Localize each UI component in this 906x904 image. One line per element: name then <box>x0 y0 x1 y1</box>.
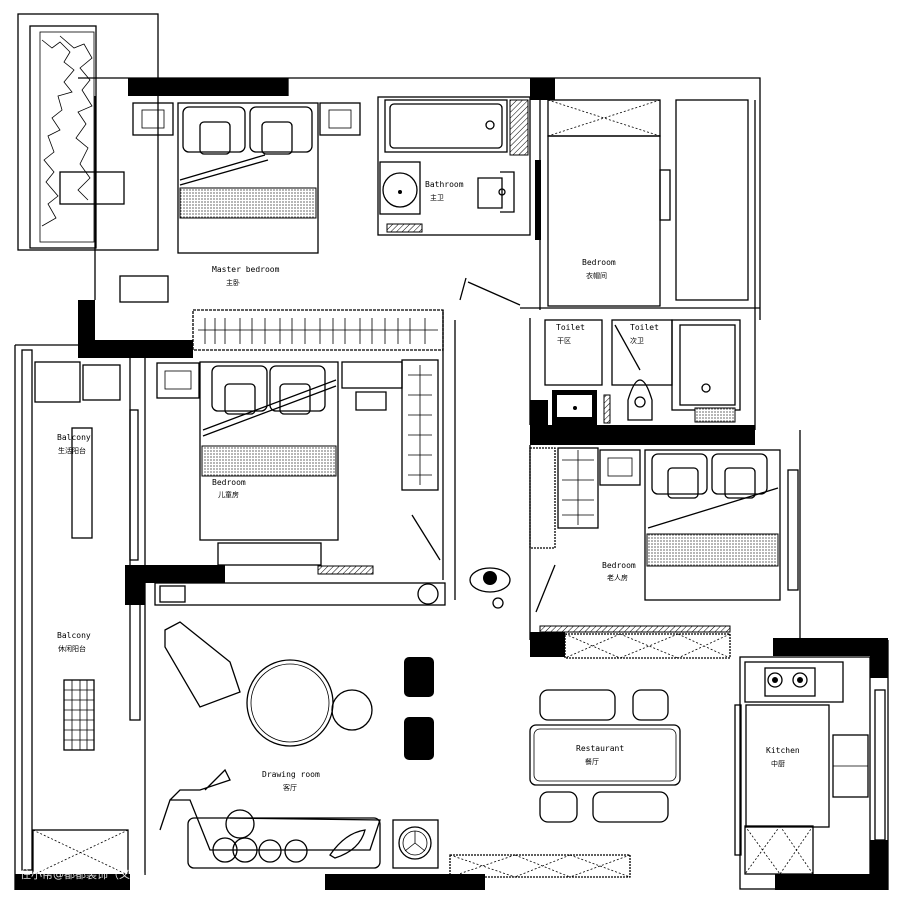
room-label-en: Bathroom <box>425 180 464 189</box>
room-label-cn: 衣帽间 <box>586 271 607 280</box>
kitchen: Kitchen 中厨 <box>734 656 886 890</box>
room-label-en: Toilet <box>630 323 659 332</box>
room-label-cn: 客厅 <box>283 783 297 792</box>
room-label-en: Kitchen <box>766 746 800 755</box>
room-label-en: Balcony <box>57 631 91 640</box>
toilets: Toilet 干区 Toilet 次卫 <box>544 319 741 425</box>
wardrobe <box>192 309 444 351</box>
walls <box>14 77 889 890</box>
room-label-en: Bedroom <box>212 478 246 487</box>
drawing-room: Drawing room 客厅 <box>129 582 631 878</box>
elder-bedroom: Bedroom 老人房 <box>529 447 799 659</box>
room-label-cn: 生活阳台 <box>58 446 86 455</box>
room-label-cn: 老人房 <box>607 573 628 582</box>
room-label-cn: 次卫 <box>630 336 644 345</box>
room-label-en: Bedroom <box>582 258 616 267</box>
room-label-en: Drawing room <box>262 770 320 779</box>
room-label-cn: 中厨 <box>771 759 785 768</box>
room-label-cn: 餐厅 <box>585 757 599 766</box>
room-label-en: Bedroom <box>602 561 636 570</box>
person-icon <box>469 567 511 609</box>
child-bedroom: Bedroom 儿童房 <box>129 359 441 575</box>
room-label-en: Toilet <box>556 323 585 332</box>
room-label-cn: 主卫 <box>430 193 444 202</box>
watermark: 住小帮@都都装饰（义乌） <box>20 867 152 881</box>
balcony: Balcony 生活阳台 Balcony 休闲阳台 <box>32 361 129 876</box>
restaurant: Restaurant 餐厅 <box>529 689 681 823</box>
room-label-en: Master bedroom <box>212 265 280 274</box>
room-label-en: Restaurant <box>576 744 624 753</box>
planter <box>17 13 159 251</box>
room-label-cn: 儿童房 <box>218 490 239 499</box>
master-bedroom: Master bedroom 主卧 <box>119 102 361 303</box>
room-label-en: Balcony <box>57 433 91 442</box>
room-label-cn: 主卧 <box>226 278 240 287</box>
cloakroom: Bedroom 衣帽间 <box>459 99 749 307</box>
bathroom: Bathroom 主卫 <box>377 96 541 240</box>
room-label-cn: 休闲阳台 <box>58 644 86 653</box>
room-label-cn: 干区 <box>557 337 571 345</box>
